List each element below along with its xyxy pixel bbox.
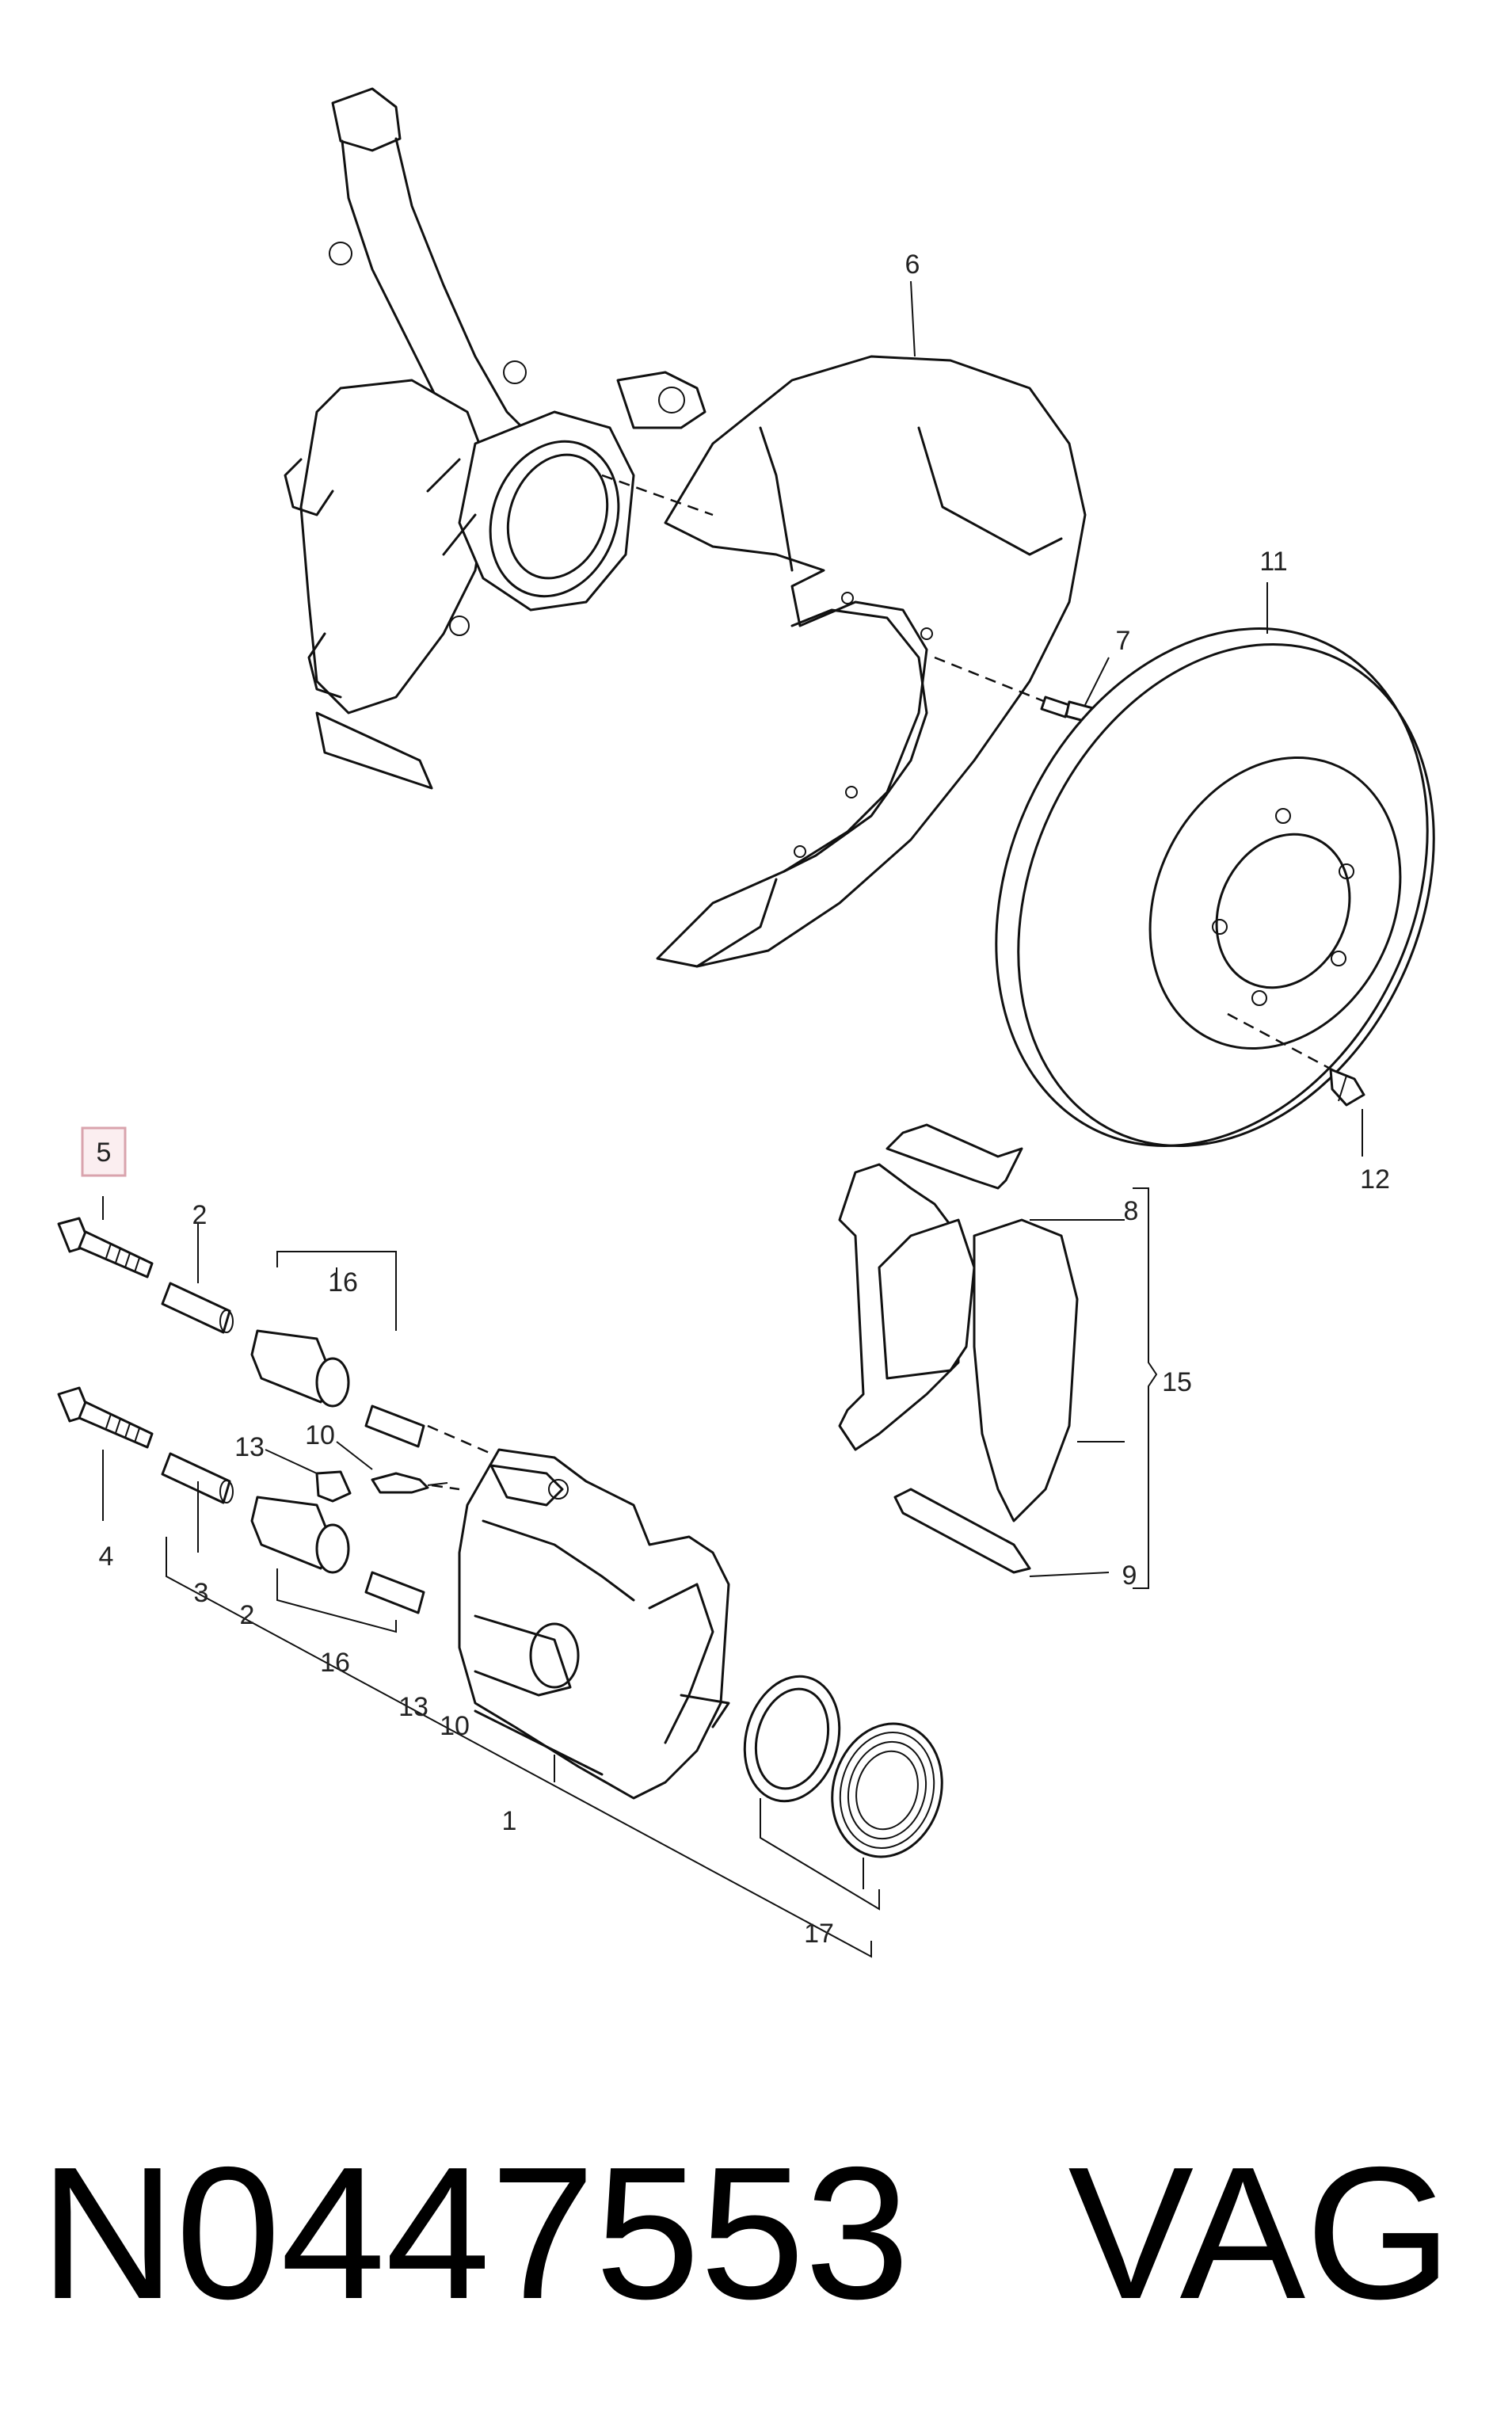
screw-12 — [1329, 1068, 1365, 1107]
callout-1: 1 — [502, 1806, 517, 1836]
brake-pads — [838, 1123, 1079, 1574]
callout-5: 5 — [97, 1138, 112, 1168]
callout-12: 12 — [1360, 1164, 1390, 1195]
bolt-4 — [57, 1386, 154, 1449]
callout-6: 6 — [905, 250, 920, 280]
bleeder-cap-13 — [315, 1470, 352, 1503]
callout-17: 17 — [804, 1919, 834, 1949]
callout-8: 8 — [1124, 1196, 1139, 1226]
brake-disc — [995, 627, 1435, 1147]
guide-sleeve-16-upper — [250, 1329, 425, 1448]
splash-shield — [656, 355, 1087, 968]
callout-15: 15 — [1162, 1367, 1192, 1397]
leader-lines-pads — [1029, 1187, 1158, 1589]
callout-2-bottom: 2 — [240, 1600, 255, 1630]
axis-line-upper — [601, 474, 1054, 707]
bracket-lines — [102, 280, 1363, 1958]
axis-line-caliper — [427, 1424, 492, 1491]
bleeder-valve-10 — [371, 1472, 448, 1494]
callout-7: 7 — [1116, 626, 1131, 656]
callout-5-highlight — [81, 1126, 127, 1177]
bolt-5 — [57, 1217, 154, 1279]
bushing-3 — [161, 1452, 234, 1504]
callout-11: 11 — [1259, 547, 1287, 577]
callout-10-bottom: 10 — [440, 1711, 470, 1741]
dust-boot — [831, 1722, 943, 1858]
callout-3: 3 — [194, 1578, 209, 1608]
steering-knuckle — [284, 87, 706, 790]
brand-name: VAG — [1068, 2128, 1453, 2338]
callout-10-top: 10 — [305, 1420, 335, 1450]
seal-ring — [743, 1675, 841, 1803]
bushing-2-upper — [161, 1282, 234, 1334]
callout-13-bottom: 13 — [398, 1692, 428, 1722]
guide-sleeve-16-lower — [250, 1496, 425, 1614]
part-number: N0447553 — [40, 2128, 910, 2338]
callout-4: 4 — [99, 1542, 114, 1572]
callout-labels: 5 6 7 11 12 8 15 9 2 16 13 10 4 3 2 16 1… — [81, 250, 1390, 1949]
brake-caliper — [458, 1448, 730, 1800]
callout-9: 9 — [1122, 1561, 1137, 1591]
callout-2-top: 2 — [192, 1200, 208, 1230]
callout-16-top: 16 — [328, 1267, 358, 1298]
callout-13-top: 13 — [234, 1432, 265, 1462]
callout-16-bottom: 16 — [320, 1648, 350, 1678]
